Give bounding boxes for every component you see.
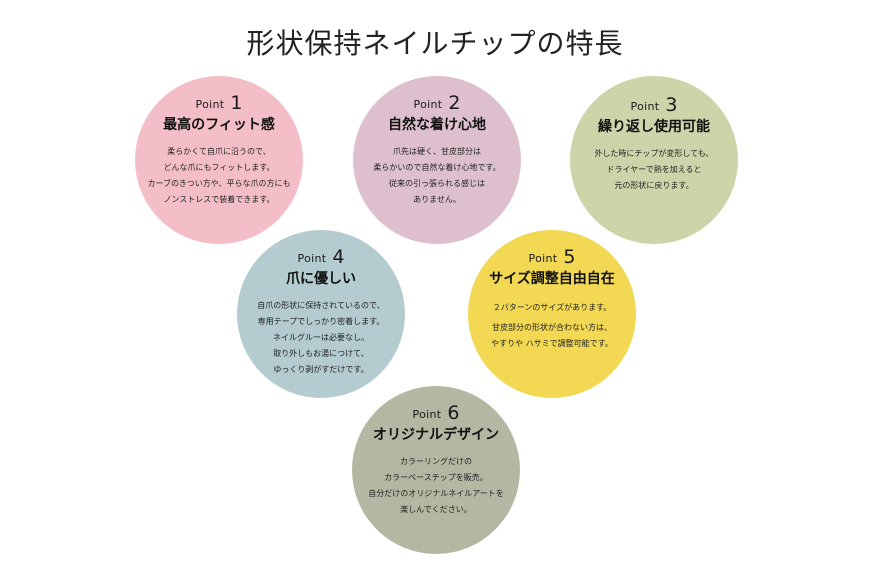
point-word: Point bbox=[528, 252, 558, 265]
description-line: 元の形状に戻ります。 bbox=[614, 181, 694, 190]
point-number: 3 bbox=[665, 94, 678, 116]
point-number: 1 bbox=[230, 92, 243, 114]
description-line: 外した時にチップが変形しても、 bbox=[594, 149, 714, 158]
description-line: ドライヤーで熱を加えると bbox=[606, 165, 702, 174]
description-line: カーブのきつい方や、平らな爪の方にも bbox=[147, 179, 291, 188]
feature-description: 自爪の形状に保持されているので、 専用テープでしっかり密着します。 ネイルグルー… bbox=[237, 298, 405, 378]
feature-title: 最高のフィット感 bbox=[163, 117, 275, 133]
feature-circle-4: Point 4 爪に優しい 自爪の形状に保持されているので、 専用テープでしっかり… bbox=[237, 230, 405, 398]
description-line: 柔らかくて自爪に沿うので、 bbox=[167, 147, 271, 156]
point-word: Point bbox=[412, 408, 442, 421]
point-label: Point 4 bbox=[237, 248, 405, 268]
description-line: ネイルグルーは必要なし。 bbox=[273, 333, 369, 342]
description-line: 柔らかいので自然な着け心地です。 bbox=[373, 163, 501, 172]
point-word: Point bbox=[195, 98, 225, 111]
point-label: Point 1 bbox=[135, 94, 303, 114]
point-number: 4 bbox=[332, 246, 345, 268]
point-number: 5 bbox=[563, 246, 576, 268]
feature-title: オリジナルデザイン bbox=[373, 427, 499, 443]
feature-description: 爪先は硬く、甘皮部分は 柔らかいので自然な着け心地です。 従来の引っ張られる感じ… bbox=[353, 144, 521, 208]
description-line: 爪先は硬く、甘皮部分は bbox=[393, 147, 481, 156]
feature-title: サイズ調整自由自在 bbox=[489, 271, 615, 287]
point-number: 6 bbox=[447, 402, 460, 424]
description-line: 自爪の形状に保持されているので、 bbox=[257, 301, 385, 310]
description-line: 楽しんでください。 bbox=[400, 505, 472, 514]
feature-circle-1: Point 1 最高のフィット感 柔らかくて自爪に沿うので、 どんな爪にもフィット… bbox=[135, 76, 303, 244]
feature-description: 外した時にチップが変形しても、 ドライヤーで熱を加えると 元の形状に戻ります。 bbox=[570, 146, 738, 194]
point-label: Point 2 bbox=[353, 94, 521, 114]
description-line: ゆっくり剥がすだけです。 bbox=[273, 365, 369, 374]
feature-title: 爪に優しい bbox=[286, 271, 356, 287]
point-word: Point bbox=[297, 252, 327, 265]
description-line: カラーベースチップを販売。 bbox=[384, 473, 488, 482]
description-line: 専用テープでしっかり密着します。 bbox=[257, 317, 385, 326]
point-number: 2 bbox=[448, 92, 461, 114]
feature-description: 柔らかくて自爪に沿うので、 どんな爪にもフィットします。 カーブのきつい方や、平… bbox=[135, 144, 303, 208]
feature-circle-3: Point 3 繰り返し使用可能 外した時にチップが変形しても、 ドライヤーで熱を… bbox=[570, 76, 738, 244]
point-word: Point bbox=[630, 100, 660, 113]
description-line: ありません。 bbox=[413, 195, 461, 204]
description-line: カラーリングだけの bbox=[400, 457, 472, 466]
feature-title: 自然な着け心地 bbox=[388, 117, 486, 133]
point-label: Point 6 bbox=[352, 404, 520, 424]
description-line: ノンストレスで装着できます。 bbox=[163, 195, 275, 204]
page-title: 形状保持ネイルチップの特長 bbox=[246, 27, 624, 60]
feature-title: 繰り返し使用可能 bbox=[598, 119, 710, 135]
point-label: Point 5 bbox=[468, 248, 636, 268]
description-line: 従来の引っ張られる感じは bbox=[389, 179, 485, 188]
description-line: 自分だけのオリジナルネイルアートを bbox=[368, 489, 504, 498]
feature-description: ２パターンのサイズがあります。 甘皮部分の形状が合わない方は、 やすりや ハサミ… bbox=[468, 300, 636, 352]
description-line: ２パターンのサイズがあります。 bbox=[492, 303, 612, 312]
feature-circle-6: Point 6 オリジナルデザイン カラーリングだけの カラーベースチップを販売。… bbox=[352, 386, 520, 554]
description-line: 取り外しもお湯につけて、 bbox=[273, 349, 369, 358]
description-line: やすりや ハサミで調整可能です。 bbox=[491, 339, 613, 348]
description-line: どんな爪にもフィットします。 bbox=[163, 163, 275, 172]
feature-circle-5: Point 5 サイズ調整自由自在 ２パターンのサイズがあります。 甘皮部分の形状… bbox=[468, 230, 636, 398]
point-word: Point bbox=[413, 98, 443, 111]
point-label: Point 3 bbox=[570, 96, 738, 116]
feature-description: カラーリングだけの カラーベースチップを販売。 自分だけのオリジナルネイルアート… bbox=[352, 454, 520, 518]
description-line: 甘皮部分の形状が合わない方は、 bbox=[492, 323, 612, 332]
feature-circle-2: Point 2 自然な着け心地 爪先は硬く、甘皮部分は 柔らかいので自然な着け心地… bbox=[353, 76, 521, 244]
